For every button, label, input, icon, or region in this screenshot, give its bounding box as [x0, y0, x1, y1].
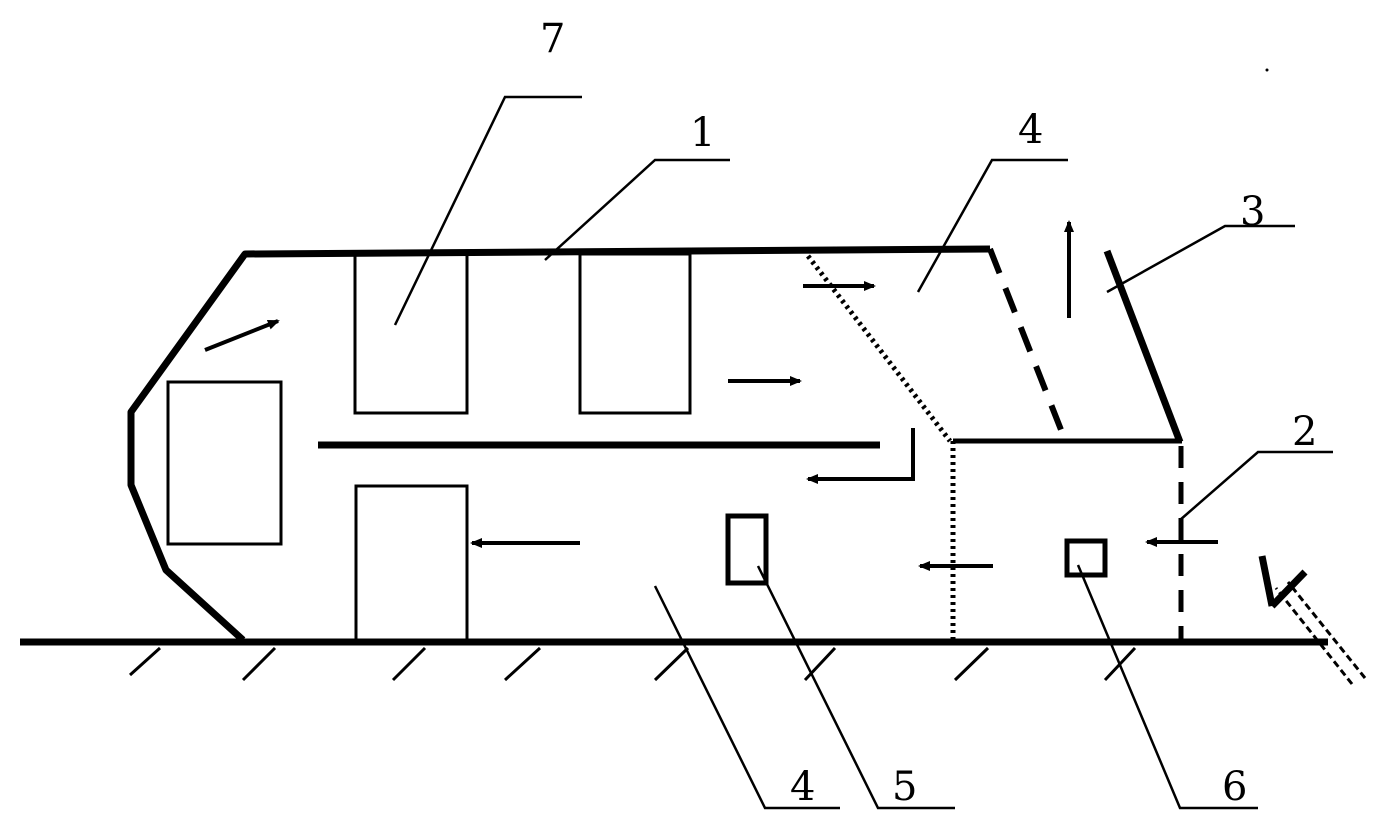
leader-2 — [1179, 450, 1333, 521]
label-3: 3 — [1240, 189, 1265, 235]
ground — [20, 638, 1328, 682]
sensor-5-box — [725, 513, 769, 586]
flow-arrow-return — [806, 428, 915, 484]
flow-arrow-left-up — [204, 319, 280, 352]
leader-3 — [1106, 224, 1295, 294]
leader-5 — [756, 565, 955, 810]
label-1: 1 — [690, 110, 715, 156]
leader-7 — [393, 95, 582, 326]
label-2: 2 — [1292, 409, 1317, 455]
dashed-partition — [987, 247, 1068, 442]
leader-4-bottom — [653, 585, 840, 810]
label-4-bottom: 4 — [790, 764, 815, 810]
lower-box — [354, 484, 469, 644]
upper-box-left — [353, 252, 469, 415]
leader-4-top — [916, 158, 1068, 293]
sensor-6-box — [1064, 538, 1108, 578]
label-6: 6 — [1222, 764, 1247, 810]
dotted-partition-slant — [806, 254, 952, 443]
left-box — [166, 380, 283, 546]
leader-1 — [544, 158, 730, 261]
stray-dot — [1265, 68, 1269, 72]
label-5: 5 — [892, 764, 917, 810]
label-7: 7 — [540, 16, 565, 62]
upper-box-right — [578, 252, 692, 415]
incoming-air-arrow — [1258, 555, 1367, 685]
leader-6 — [1076, 564, 1258, 810]
label-4-top: 4 — [1018, 107, 1043, 153]
exhaust-wall — [1103, 249, 1184, 444]
